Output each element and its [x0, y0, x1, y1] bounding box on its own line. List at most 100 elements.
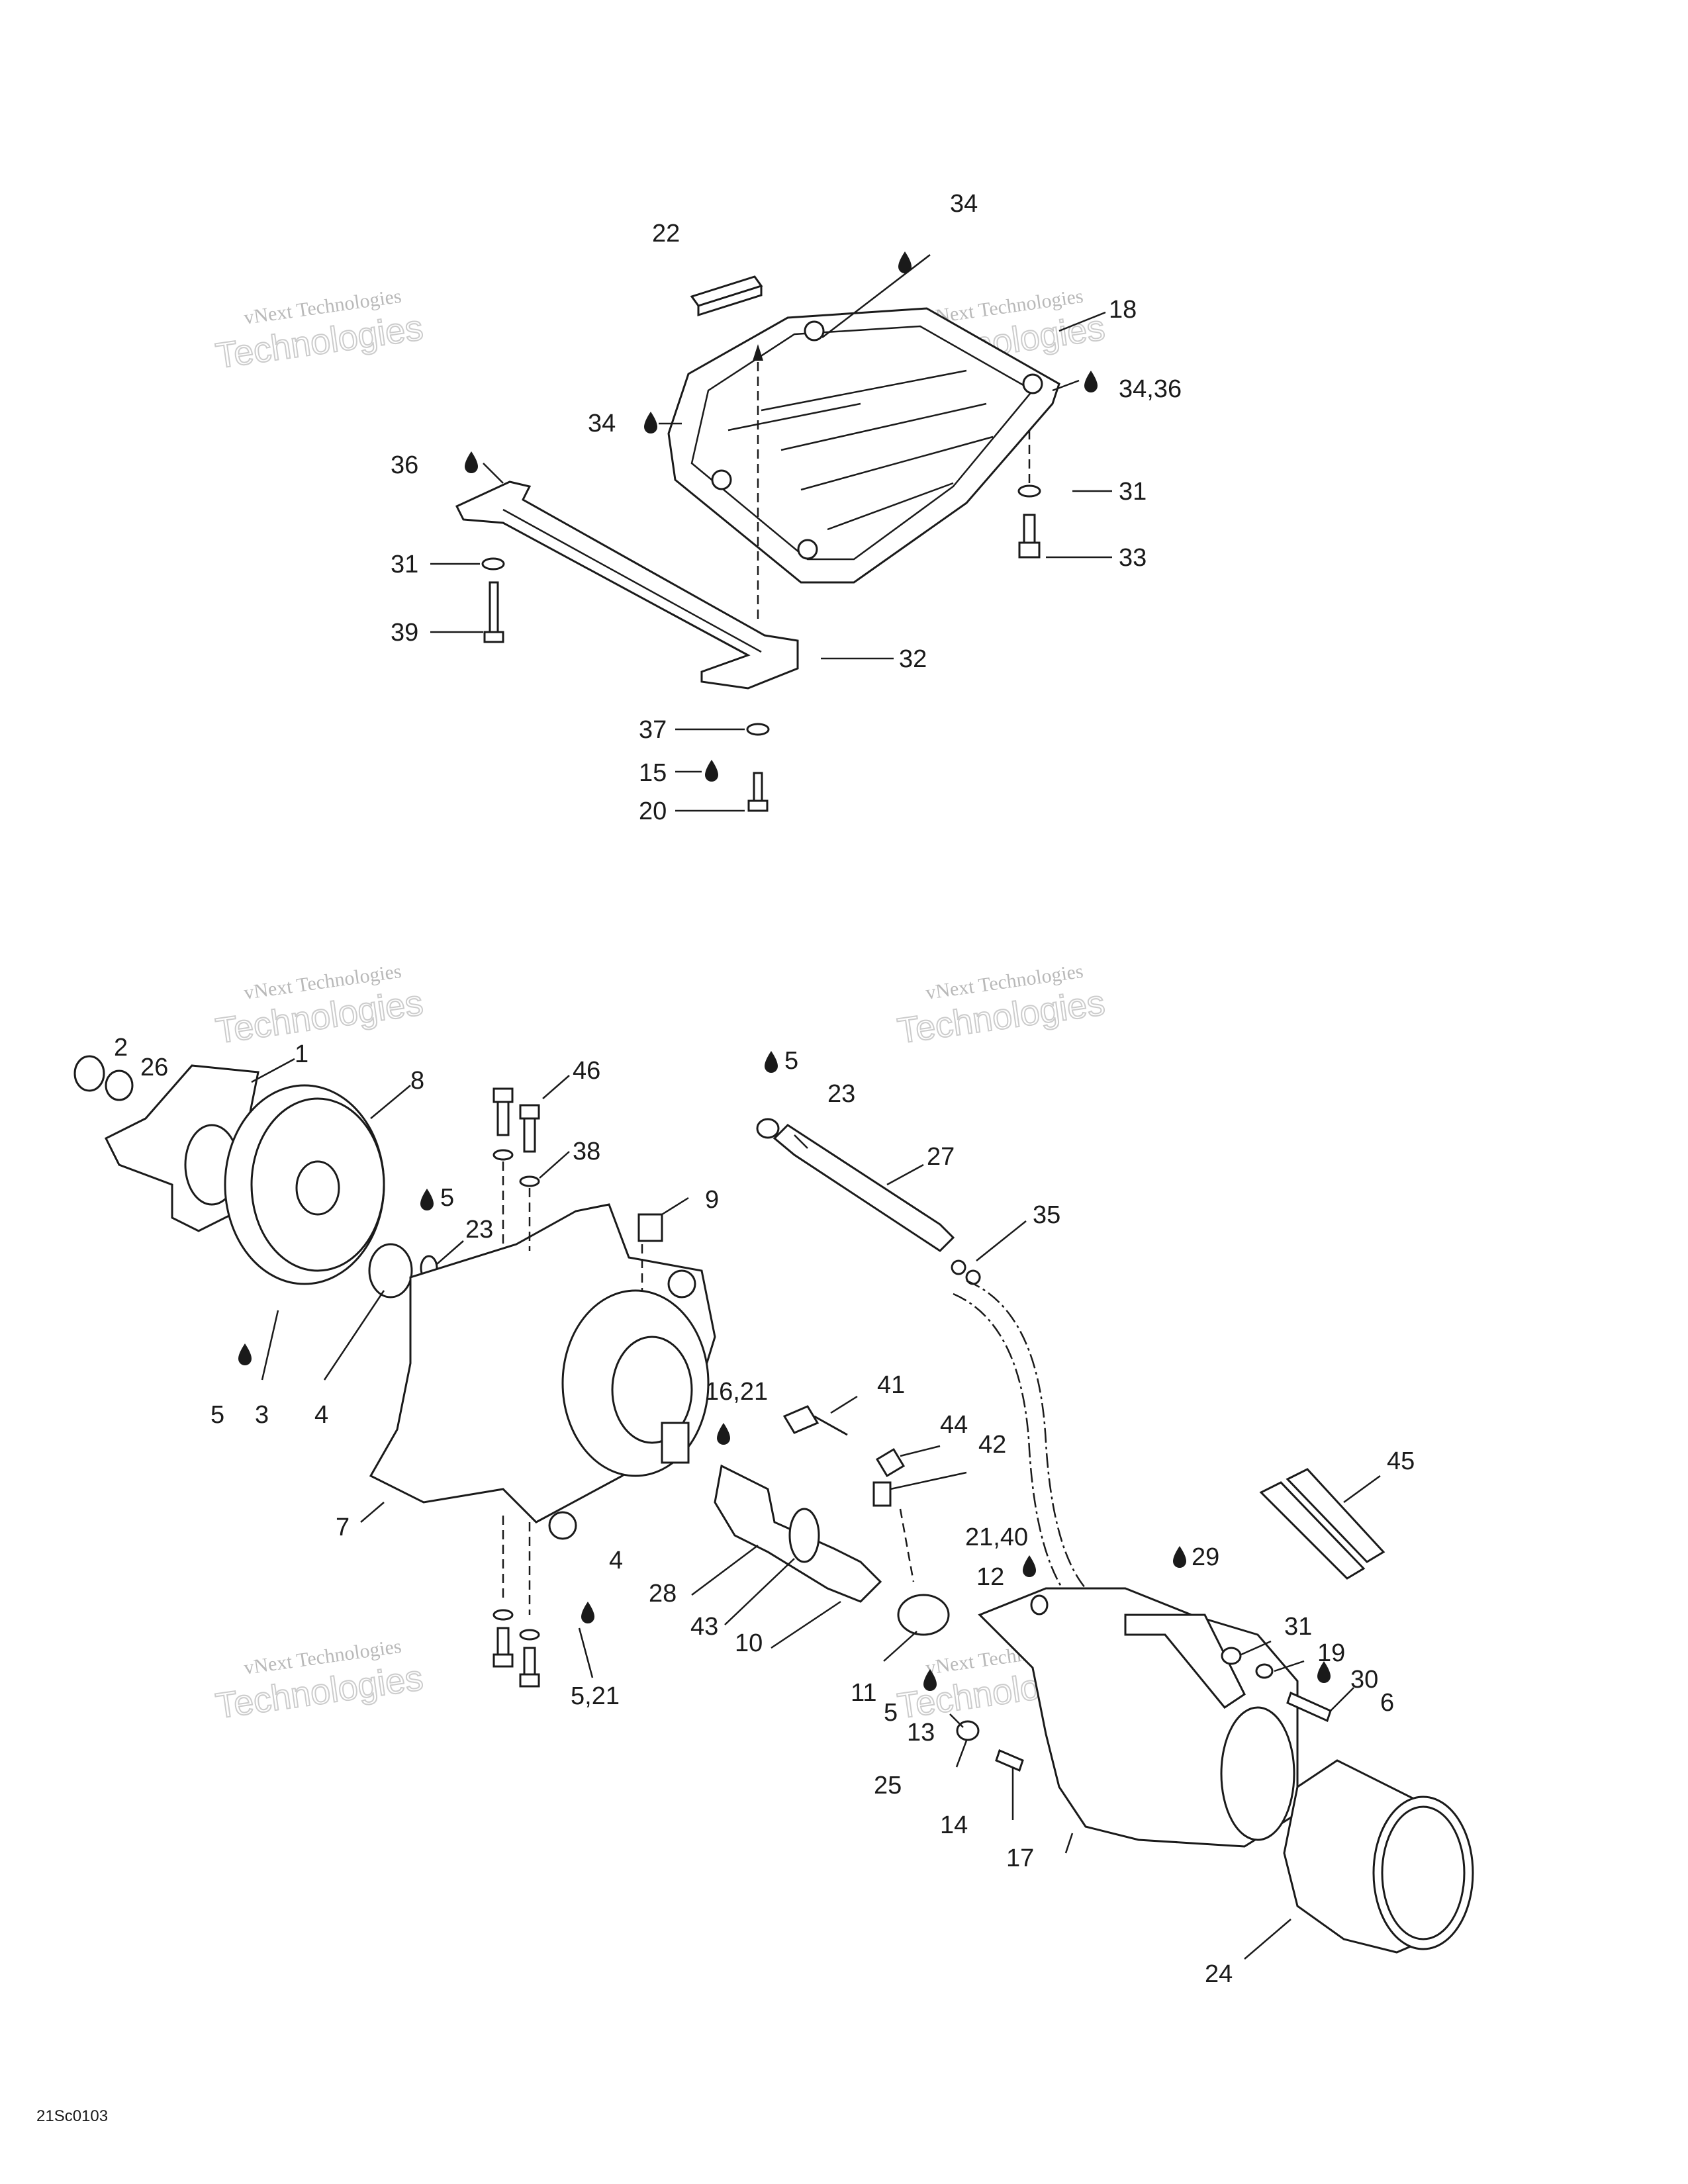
callout-12: 12: [976, 1563, 1004, 1591]
part-12-plug: [1030, 1594, 1049, 1615]
housing-boss: [548, 1511, 577, 1540]
callout-15: 15: [639, 759, 667, 787]
part-45-pin: [1259, 1481, 1366, 1580]
callout-38: 38: [573, 1138, 600, 1165]
lubricant-drop-icon: [765, 1051, 778, 1073]
ride-plate-boss: [804, 320, 825, 341]
callout-21-40: 21,40: [965, 1524, 1028, 1551]
callout-5: 5: [440, 1184, 454, 1212]
lubricant-drop-icon: [1173, 1546, 1186, 1568]
callout-13: 13: [907, 1719, 935, 1747]
jet-pump-assembly: [73, 1055, 1474, 1954]
part-26-washer: [105, 1069, 134, 1101]
part-38-washer: [519, 1175, 540, 1187]
lubricant-drop-icon: [923, 1669, 937, 1691]
venturi-outlet: [1220, 1706, 1295, 1841]
callout-7: 7: [336, 1514, 350, 1541]
callout-5: 5: [211, 1401, 224, 1429]
part-43-bearing: [788, 1508, 820, 1563]
callout-30: 30: [1350, 1666, 1378, 1694]
callout-23: 23: [827, 1080, 855, 1108]
callout-27: 27: [927, 1143, 955, 1171]
part-11-oring: [897, 1594, 950, 1636]
drawing-code: 21Sc0103: [36, 2107, 108, 2125]
part-31-washer: [481, 557, 505, 570]
callout-28: 28: [649, 1580, 677, 1608]
callout-23: 23: [465, 1216, 493, 1244]
assembly-axis: [899, 1508, 915, 1582]
part-27-tube: [773, 1124, 955, 1252]
part-42-spring: [872, 1481, 892, 1507]
callout-1: 1: [295, 1040, 308, 1068]
callout-5: 5: [884, 1699, 898, 1727]
part-37-washer: [746, 723, 770, 736]
callout-18: 18: [1109, 296, 1137, 324]
callout-45: 45: [1387, 1447, 1415, 1475]
callout-34-36: 34,36: [1119, 375, 1182, 403]
part-31-washer: [1017, 484, 1041, 498]
ride-plate-ribs: [727, 369, 994, 531]
callout-34: 34: [588, 410, 616, 437]
part-38-washer: [519, 1629, 540, 1641]
callout-25: 25: [874, 1772, 902, 1799]
callout-22: 22: [652, 220, 680, 248]
lubricant-drop-icon: [465, 451, 478, 473]
callout-6: 6: [1380, 1689, 1394, 1717]
callout-34: 34: [950, 190, 978, 218]
callout-36: 36: [391, 451, 418, 479]
part-20-screw: [747, 772, 769, 812]
callout-46: 46: [573, 1057, 600, 1085]
watermark-3: vNext Technologies Technologies: [212, 960, 426, 1052]
part-3-bearing: [295, 1160, 340, 1216]
arrow-head: [753, 344, 763, 361]
part-32-support: [455, 480, 799, 690]
callout-20: 20: [639, 797, 667, 825]
lubricant-drop-icon: [1084, 371, 1098, 392]
callout-31: 31: [1119, 478, 1147, 506]
callout-5: 5: [784, 1047, 798, 1075]
lubricant-drop-icon: [644, 412, 657, 433]
ride-plate-assembly: [455, 275, 1060, 812]
lubricant-drop-icon: [1317, 1661, 1331, 1683]
part-31-washer: [1221, 1647, 1242, 1665]
callout-9: 9: [705, 1186, 719, 1214]
part-4-seal: [368, 1243, 413, 1298]
watermark: vNext Technologies Technologies vNext Te…: [212, 285, 1108, 1727]
callout-17: 17: [1006, 1844, 1034, 1872]
callout-35: 35: [1033, 1201, 1060, 1229]
callout-33: 33: [1119, 544, 1147, 572]
callout-2: 2: [114, 1034, 128, 1062]
callout-43: 43: [690, 1613, 718, 1641]
part-46-bolt: [492, 1087, 514, 1136]
part-19-lockwasher: [1255, 1663, 1274, 1679]
part-46-bolt: [492, 1627, 514, 1668]
venturi-arm: [1124, 1614, 1246, 1709]
part-44-clip: [875, 1447, 906, 1478]
watermark-1: vNext Technologies Technologies: [212, 285, 426, 377]
callout-8: 8: [410, 1067, 424, 1095]
assembly-axis: [502, 1516, 531, 1615]
part-46-bolt: [519, 1647, 540, 1688]
housing-boss: [667, 1269, 696, 1298]
callout-44: 44: [940, 1411, 968, 1439]
part-14-screw: [995, 1749, 1024, 1772]
part-38-washer: [492, 1609, 514, 1621]
callout-10: 10: [735, 1629, 763, 1657]
part-35-oring: [951, 1259, 966, 1275]
lubricant-drops: [238, 251, 1331, 1691]
ride-plate-boss: [1022, 373, 1043, 394]
callout-4: 4: [609, 1547, 623, 1574]
lubricant-drop-icon: [1023, 1555, 1036, 1577]
part-39-screw: [483, 581, 504, 643]
part-23-bushing: [756, 1118, 780, 1139]
lubricant-drop-icon: [238, 1343, 252, 1365]
callout-11: 11: [851, 1679, 876, 1707]
callout-4: 4: [314, 1401, 328, 1429]
callout-24: 24: [1205, 1960, 1233, 1988]
assembly-axis: [502, 1161, 531, 1251]
part-45-pin: [1286, 1468, 1385, 1563]
callout-39: 39: [391, 619, 418, 647]
lubricant-drop-icon: [705, 760, 718, 782]
lubricant-drop-icon: [898, 251, 912, 273]
